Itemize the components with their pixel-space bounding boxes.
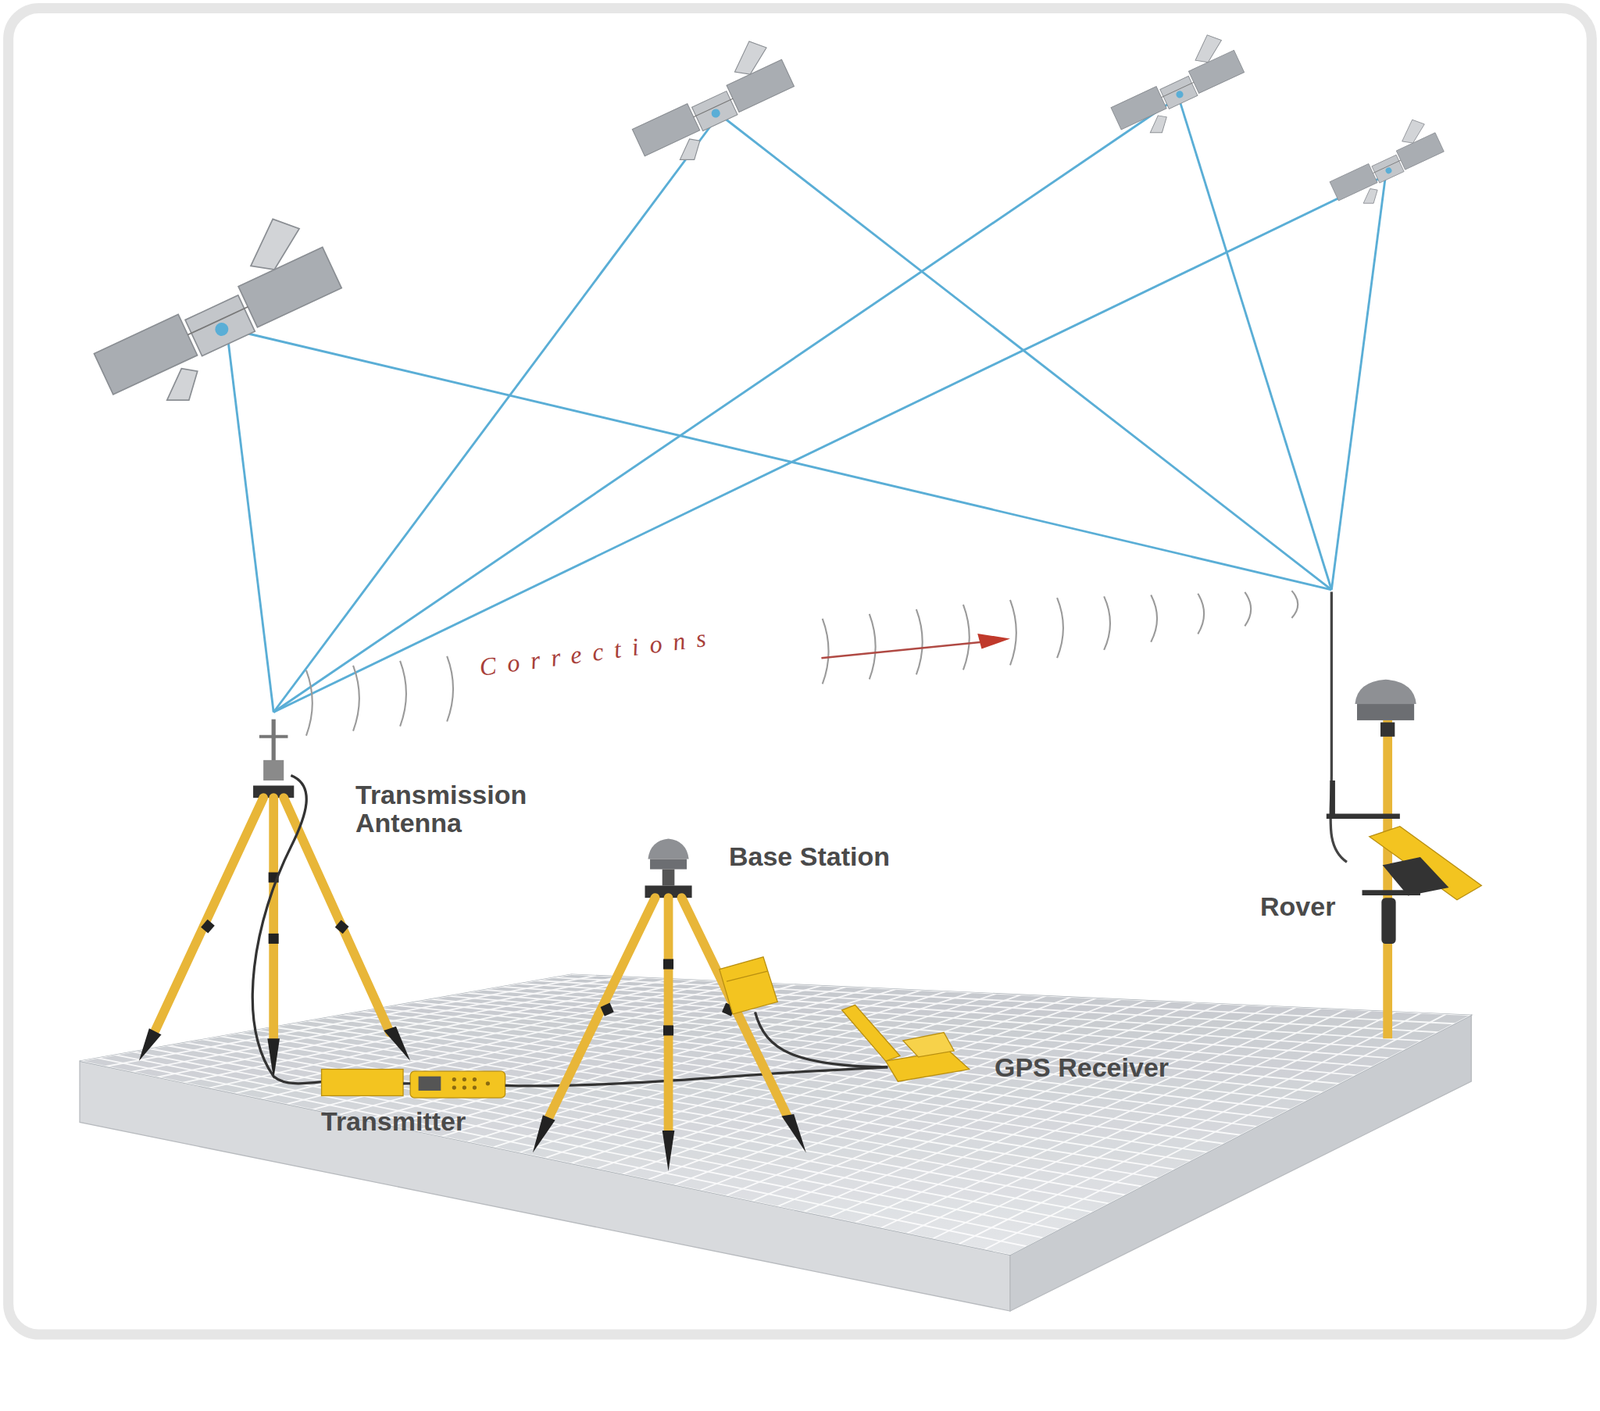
antenna-tripod	[139, 719, 411, 1084]
base-station-label: Base Station	[728, 842, 890, 872]
satellite-signals	[226, 96, 1386, 712]
antenna-label: Transmission Antenna	[355, 781, 600, 837]
radio-waves	[306, 590, 1298, 736]
corrections-label: Corrections	[478, 621, 719, 683]
frame	[8, 7, 1593, 1335]
ground-slab	[79, 974, 1472, 1311]
gps-receiver	[719, 957, 970, 1082]
transmitter	[321, 1067, 889, 1098]
rover-label: Rover	[1260, 892, 1336, 922]
transmitter-label: Transmitter	[321, 1107, 466, 1136]
base-station-tripod	[532, 838, 807, 1172]
rover	[1326, 591, 1482, 1039]
corrections-arrow	[821, 633, 1011, 658]
satellites	[74, 27, 1451, 429]
receiver-label: GPS Receiver	[994, 1053, 1169, 1083]
